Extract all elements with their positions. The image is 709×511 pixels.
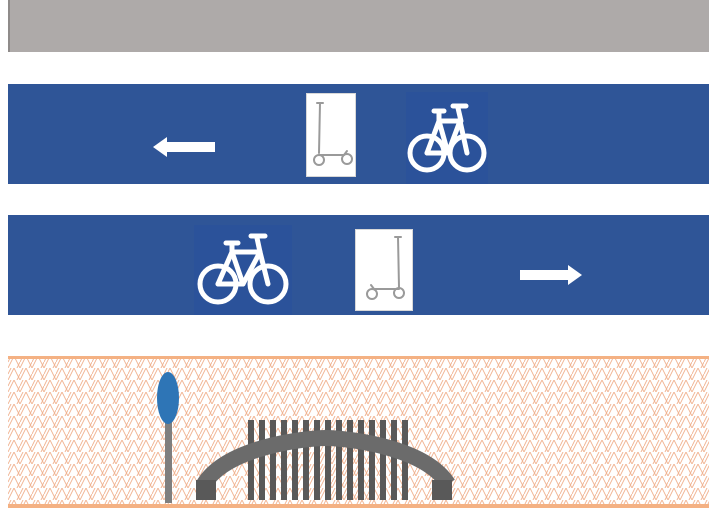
bicycle-sign-left-lane bbox=[406, 92, 488, 184]
scooter-sign-right-lane bbox=[355, 229, 413, 311]
arrow-right-icon bbox=[518, 264, 582, 286]
bike-lane-leftbound bbox=[8, 84, 709, 184]
scooter-sign-left-lane bbox=[306, 93, 356, 177]
arrow-left-icon bbox=[153, 136, 217, 158]
scooter-icon bbox=[306, 93, 356, 177]
bicycle-icon bbox=[406, 92, 488, 184]
footpath bbox=[8, 356, 709, 508]
bicycle-icon bbox=[194, 225, 292, 315]
footpath-paving bbox=[8, 356, 709, 508]
scooter-icon bbox=[355, 229, 413, 311]
bicycle-sign-right-lane bbox=[194, 225, 292, 315]
top-band bbox=[8, 0, 709, 52]
bike-lane-rightbound bbox=[8, 215, 709, 315]
